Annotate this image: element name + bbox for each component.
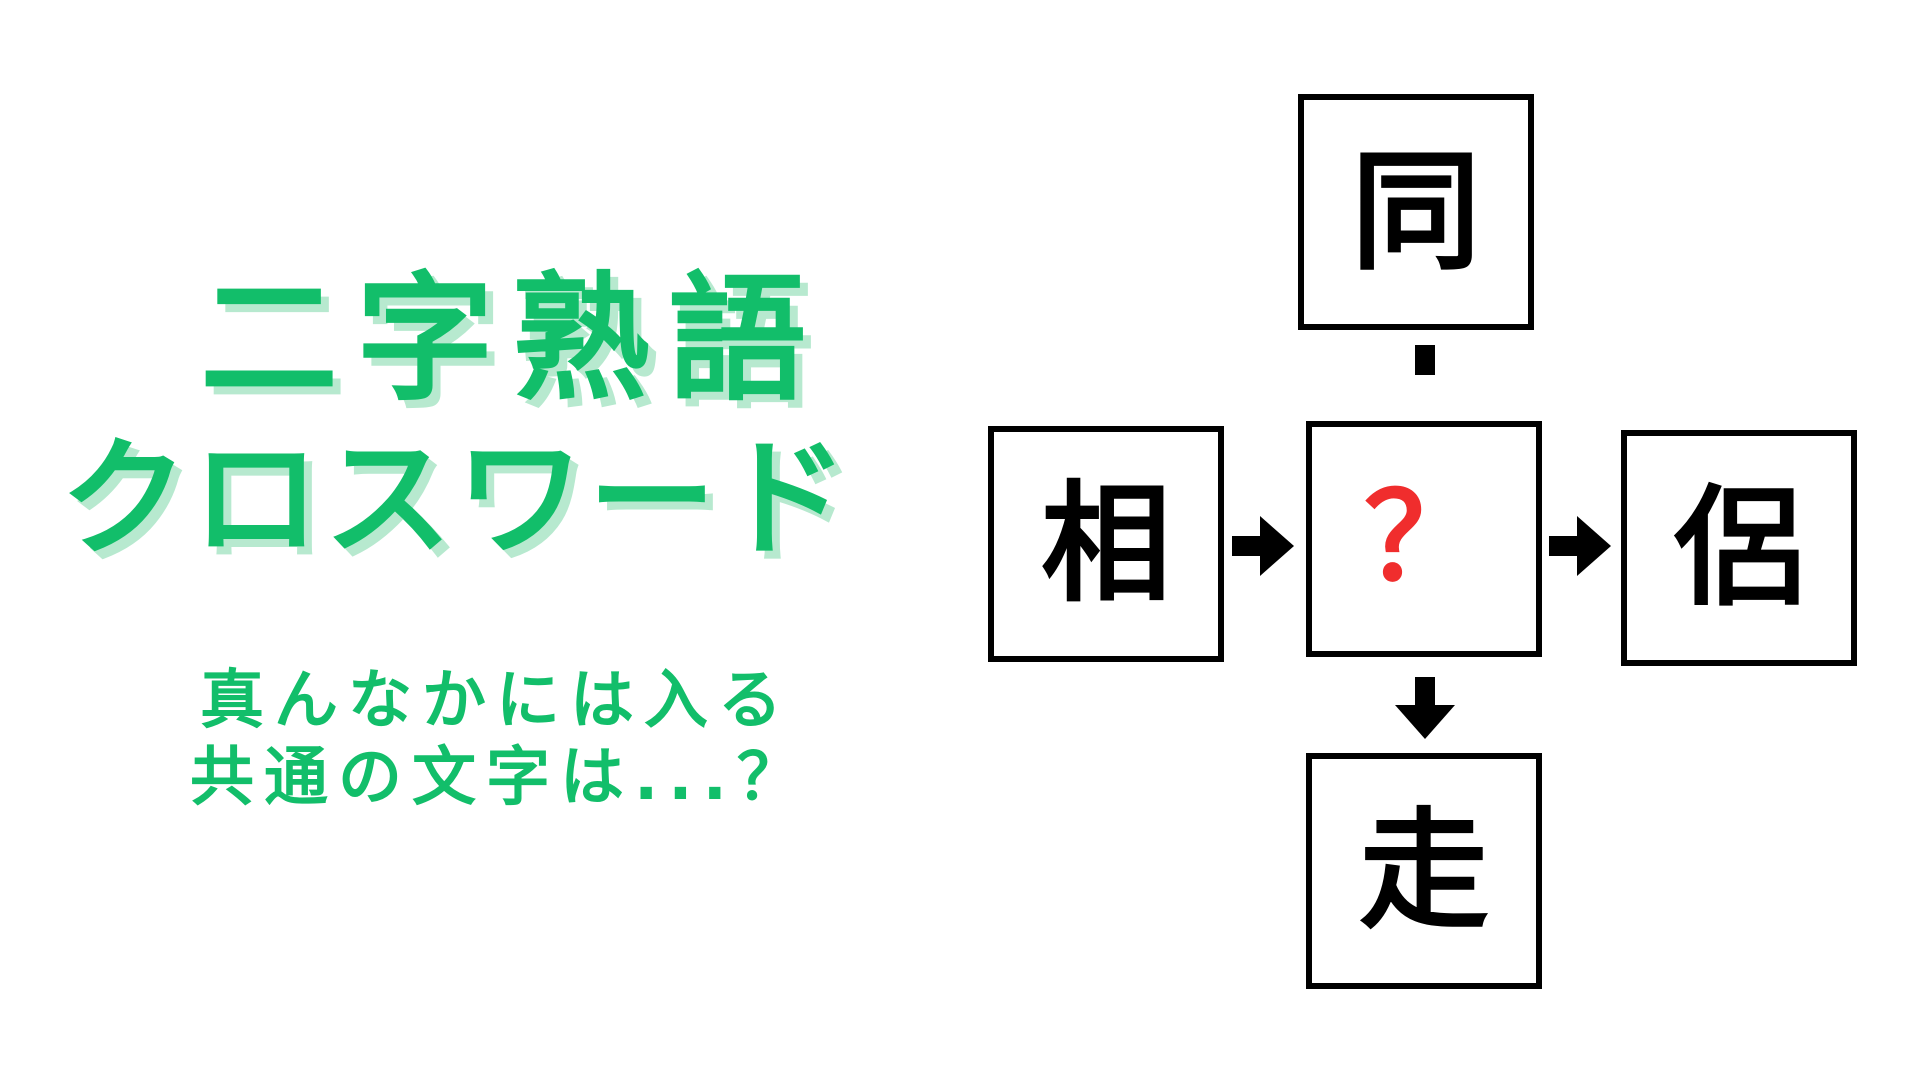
title-line-1: 二字熟語	[200, 259, 825, 420]
cell-bottom: 走	[1306, 753, 1542, 989]
arrow-right-icon	[1232, 516, 1294, 576]
subtitle-line-1: 真んなかには入る	[200, 664, 792, 738]
cell-top: 同	[1298, 94, 1534, 330]
arrow-right-icon	[1549, 516, 1611, 576]
cell-left-char: 相	[1040, 468, 1171, 620]
cell-center-answer[interactable]: ？	[1306, 421, 1542, 657]
cell-right: 侶	[1621, 430, 1857, 666]
cell-left: 相	[988, 426, 1224, 662]
arrow-down-icon	[1415, 345, 1435, 375]
title-line-2: クロスワード	[60, 425, 853, 574]
question-mark: ？	[1364, 469, 1484, 608]
cell-right-char: 侶	[1673, 472, 1804, 624]
cell-bottom-char: 走	[1358, 795, 1489, 947]
arrow-down-icon	[1395, 677, 1455, 739]
subtitle-line-2: 共通の文字は...？	[190, 741, 811, 815]
cell-top-char: 同	[1350, 136, 1481, 288]
